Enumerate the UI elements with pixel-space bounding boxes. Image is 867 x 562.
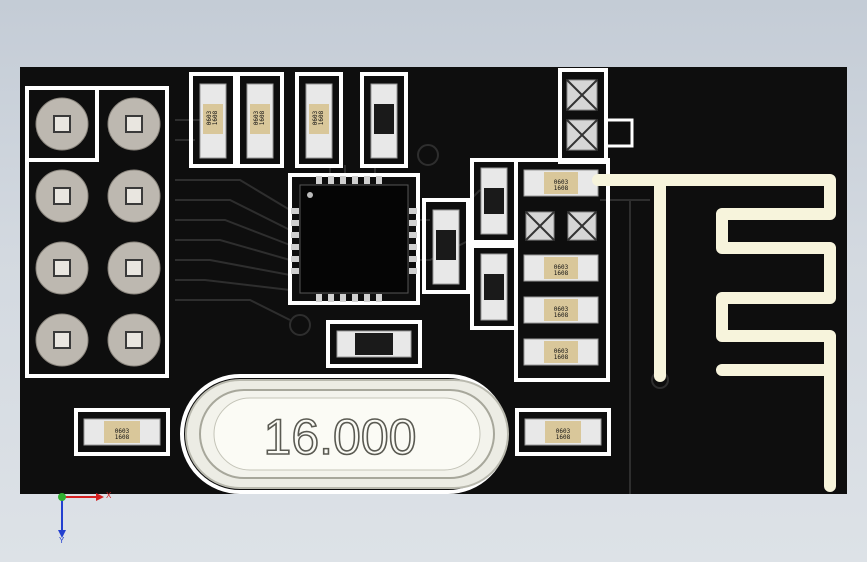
axis-x-label: X — [106, 491, 112, 500]
crystal-frequency-label: 16.000 — [264, 409, 417, 465]
cap-pad-pair — [525, 211, 597, 241]
resistor-r2: 06031608 — [236, 72, 284, 168]
resistor-r3: 06031608 — [295, 72, 343, 168]
r1-label: 06031608 — [206, 110, 219, 125]
capacitor-top — [360, 72, 408, 168]
axis-y-label: Y — [59, 536, 65, 545]
antenna-pads — [558, 68, 634, 164]
r2-label: 06031608 — [253, 110, 266, 125]
nrf-chip — [288, 173, 420, 305]
capacitor-mid — [422, 198, 470, 294]
capacitor-bottom-center — [326, 320, 422, 368]
resistor-r1: 06031608 — [189, 72, 237, 168]
pcb-antenna — [592, 174, 836, 492]
r3-label: 06031608 — [312, 110, 325, 125]
pin-header — [25, 86, 169, 378]
crystal-oscillator: 16.000 — [180, 374, 509, 494]
axis-triad: X Y — [58, 491, 112, 545]
